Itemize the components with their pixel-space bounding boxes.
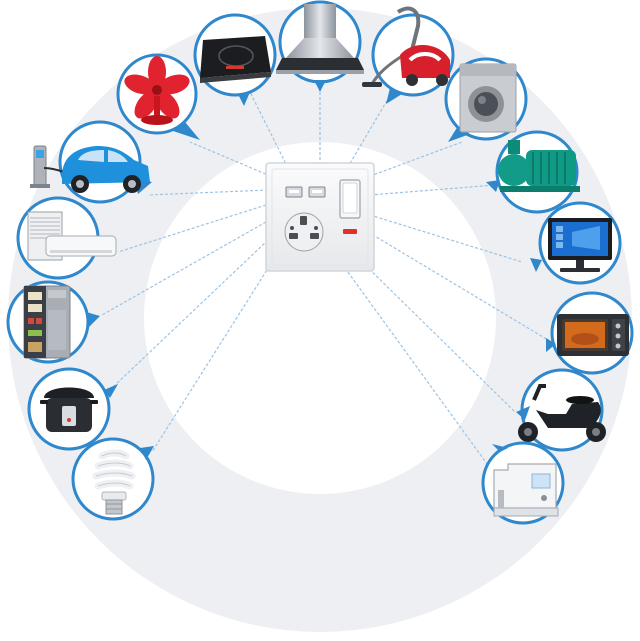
usb-port-icon: [285, 186, 303, 198]
air-conditioner-icon: [16, 196, 117, 280]
induction-cooker-icon: [193, 13, 277, 106]
connector-line: [344, 267, 491, 469]
washing-machine-icon: [444, 57, 528, 142]
electric-scooter-icon: [516, 368, 606, 452]
connector-line: [369, 214, 523, 263]
connector-lines: [101, 88, 549, 469]
connector-line: [151, 261, 273, 453]
connector-line: [117, 204, 267, 253]
energy-saving-bulb-icon: [71, 437, 155, 521]
indicator-light-icon: [343, 229, 357, 234]
connector-line: [344, 91, 393, 173]
connector-line: [189, 141, 276, 179]
connector-line: [111, 239, 269, 389]
water-pump-icon: [486, 130, 580, 214]
table-fan-icon: [116, 53, 200, 140]
microwave-oven-icon: [546, 291, 634, 375]
vacuum-cleaner-icon: [362, 6, 455, 104]
wall-socket-icon: [265, 162, 375, 272]
rice-cooker-icon: [27, 367, 118, 451]
electric-car-icon: [30, 120, 152, 204]
connector-line: [364, 141, 463, 179]
connector-line: [369, 184, 496, 196]
sewing-machine-icon: [481, 441, 565, 525]
universal-outlet-icon: [284, 212, 324, 252]
usb-port-icon: [308, 186, 326, 198]
connector-line: [361, 261, 516, 413]
range-hood-icon: [276, 0, 364, 92]
refrigerator-icon: [6, 280, 100, 364]
inner-disc: [144, 142, 496, 494]
desktop-computer-icon: [530, 201, 622, 285]
connector-line: [101, 221, 267, 316]
connector-line: [147, 189, 269, 196]
rocker-switch-icon: [339, 179, 361, 219]
